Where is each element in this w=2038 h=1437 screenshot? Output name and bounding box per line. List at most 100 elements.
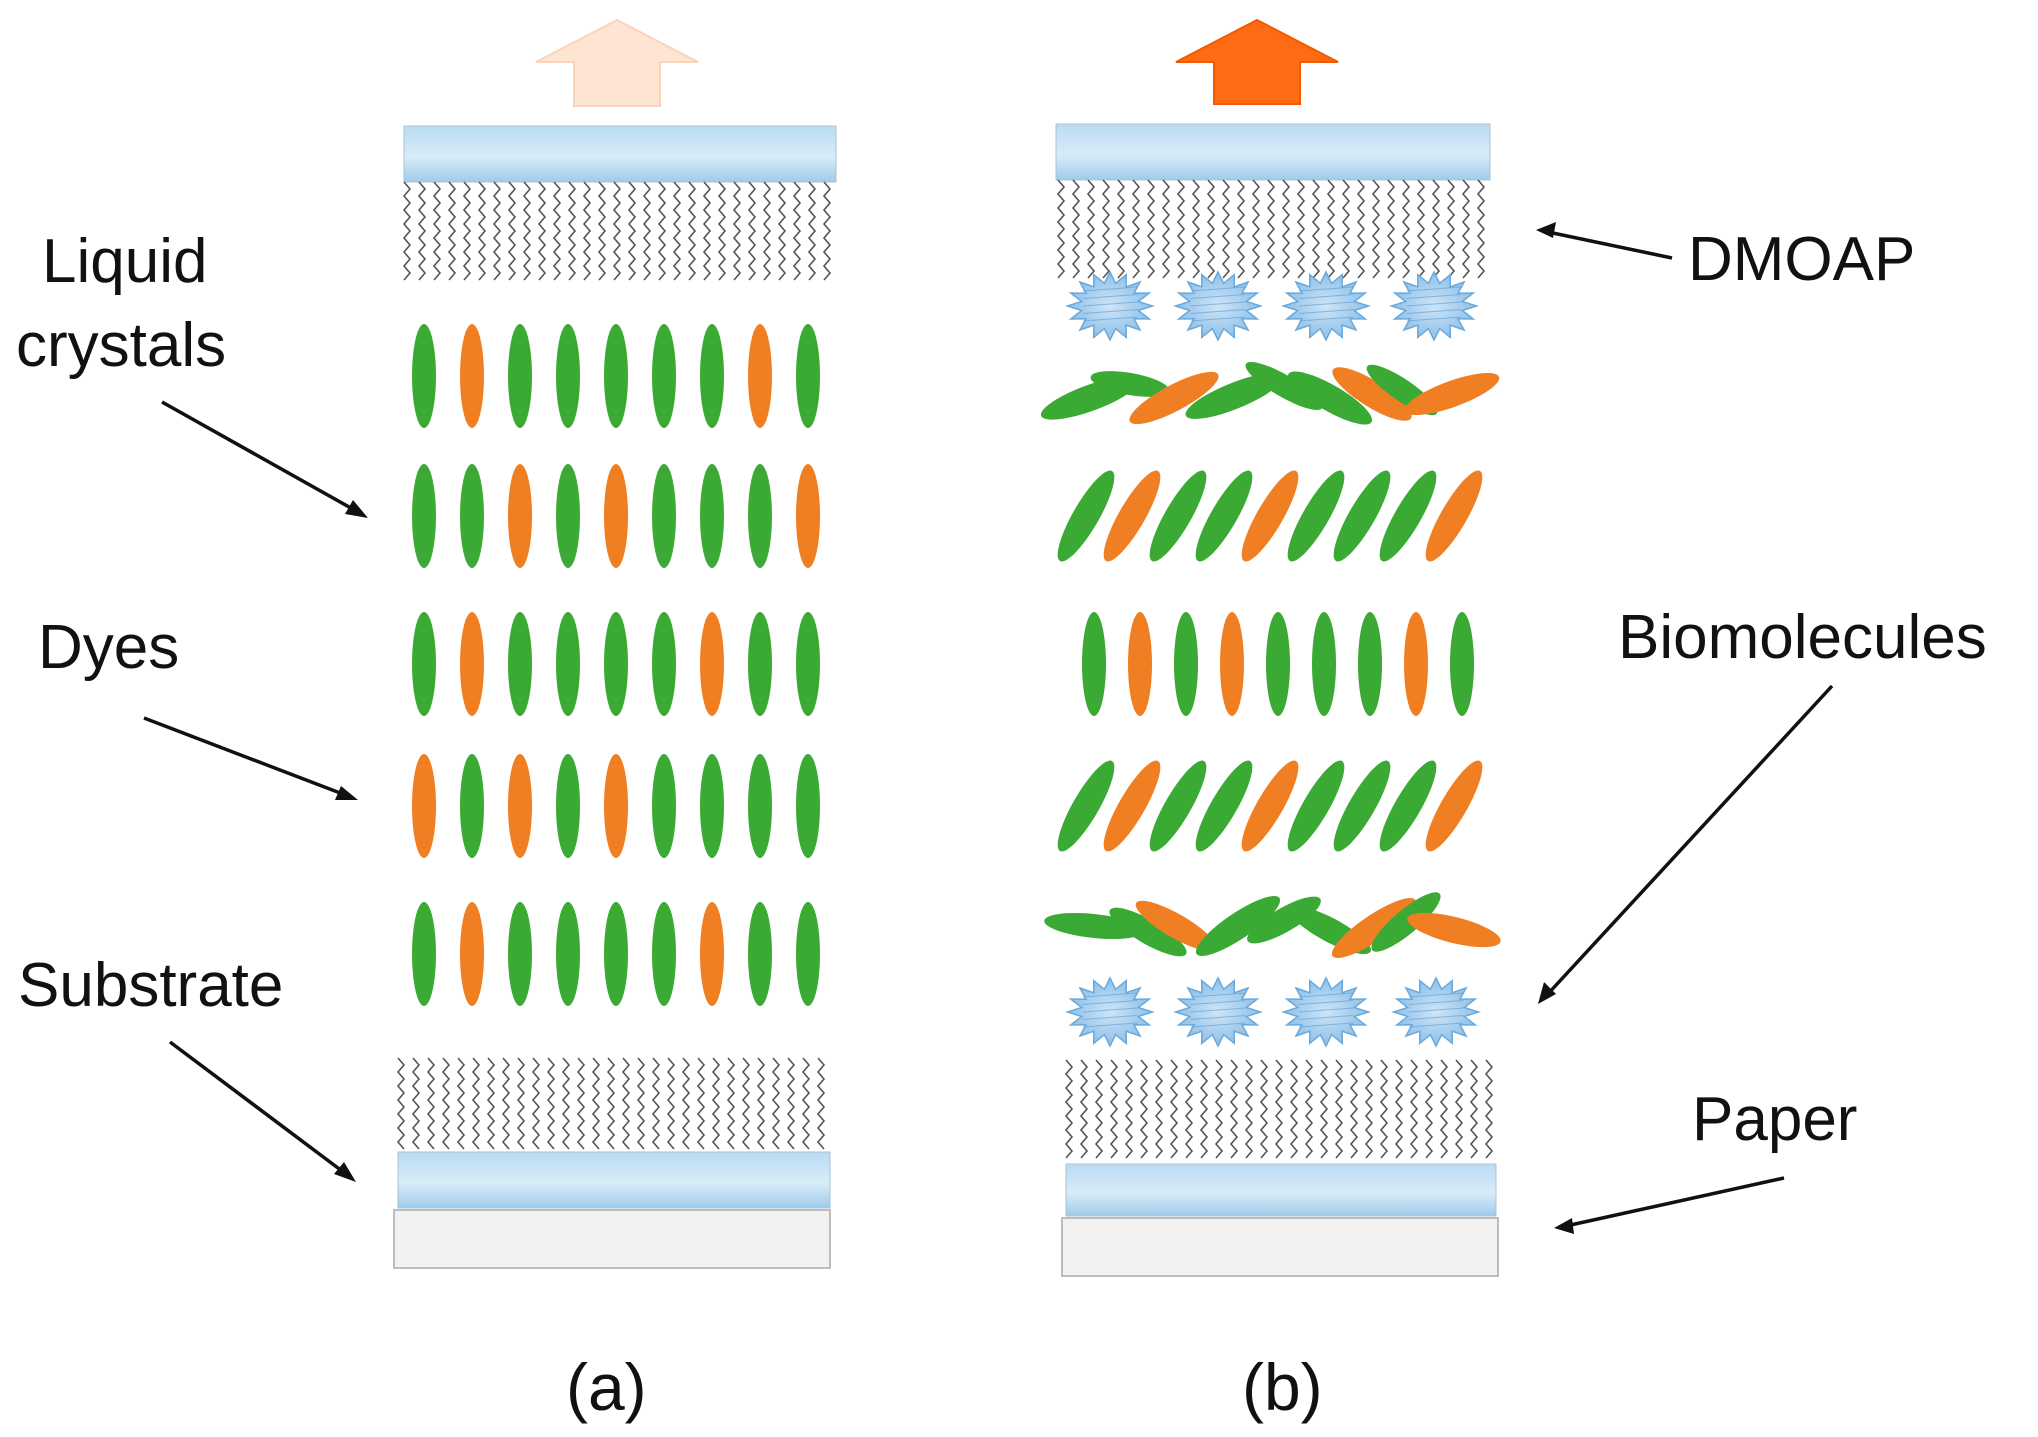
dmoap-chain: [792, 181, 802, 281]
dmoap-chain: [546, 1057, 556, 1150]
liquid-crystal-molecule: [796, 902, 820, 1006]
dmoap-chain: [1131, 179, 1141, 279]
dmoap-chain: [1319, 1059, 1329, 1159]
dye-molecule: [1331, 898, 1417, 958]
dyes-label: Dyes: [38, 613, 179, 682]
dmoap-chain: [822, 181, 832, 281]
liquid-crystal-molecule: [652, 464, 676, 568]
dye-molecule: [1332, 367, 1412, 421]
dmoap-chain: [1199, 1059, 1209, 1159]
dmoap-chain: [1056, 179, 1066, 279]
biomolecule-icon: [1065, 976, 1155, 1048]
dye-molecule: [1135, 900, 1217, 952]
liquid-crystal-molecule: [1245, 362, 1323, 410]
biomolecule-texture: [1082, 1022, 1138, 1028]
dmoap-chain: [1439, 1059, 1449, 1159]
dmoap-chain: [1454, 1059, 1464, 1159]
dye-molecule: [604, 464, 628, 568]
biomolecule-texture: [1190, 301, 1246, 307]
liquid-crystal-molecule: [604, 902, 628, 1006]
dmoap-chain: [606, 1057, 616, 1150]
liquid-crystal-molecule: [604, 324, 628, 428]
dmoap-chain: [1386, 179, 1396, 279]
dmoap-chain: [1079, 1059, 1089, 1159]
biomolecule-texture: [1298, 301, 1354, 307]
dye-molecule: [1129, 371, 1219, 425]
dmoap-chain: [486, 1057, 496, 1150]
panel-a: [393, 18, 837, 1269]
liquid-crystal-molecule: [412, 612, 436, 716]
liquid-crystal-molecule: [1379, 470, 1437, 562]
liquid-crystal-molecule: [700, 754, 724, 858]
biomolecule-texture: [1190, 294, 1246, 300]
dmoap-chain: [717, 181, 727, 281]
liquid-crystal-molecule: [460, 464, 484, 568]
dmoap-chain: [612, 181, 622, 281]
biomolecule-icon: [1173, 976, 1263, 1048]
dye-molecule: [1407, 912, 1501, 948]
biomolecule-texture: [1082, 1007, 1138, 1013]
biomolecule-body: [1281, 270, 1371, 342]
dmoap-chain: [456, 1057, 466, 1150]
liquid-crystal-molecule: [1174, 612, 1198, 716]
liquid-crystal-molecule: [556, 754, 580, 858]
annotations: Liquid crystals Dyes Substrate DMOAP Bio…: [16, 222, 1987, 1424]
liquid-crystal-molecule: [1358, 612, 1382, 716]
biomolecule-icon: [1389, 270, 1479, 342]
dye-molecule: [460, 612, 484, 716]
dye-molecule: [1404, 372, 1500, 416]
dmoap-chain: [1416, 179, 1426, 279]
biomolecule-layer-bottom-b: [1065, 976, 1481, 1048]
biomolecule-texture: [1408, 992, 1464, 998]
dmoap-chain: [591, 1057, 601, 1150]
dmoap-chain: [1139, 1059, 1149, 1159]
dmoap-chain: [642, 181, 652, 281]
dmoap-chain: [1154, 1059, 1164, 1159]
dmoap-chain: [1461, 179, 1471, 279]
paper-sheet-b: [1061, 1217, 1499, 1277]
dye-molecule: [1241, 470, 1299, 562]
biomolecule-texture: [1298, 286, 1354, 292]
dye-molecule: [508, 464, 532, 568]
liquid-crystal-molecule: [1287, 470, 1345, 562]
strong-light-arrow-icon: [1175, 18, 1339, 105]
dmoap-chain: [1116, 179, 1126, 279]
biomolecule-texture: [1406, 286, 1462, 292]
dmoap-chain: [741, 1057, 751, 1150]
dmoap-label: DMOAP: [1688, 225, 1915, 294]
biomolecule-texture: [1190, 1007, 1246, 1013]
dye-molecule: [1425, 760, 1483, 852]
biomolecules-pointer: [1544, 684, 1834, 998]
dye-molecule: [460, 902, 484, 1006]
dmoap-chain: [582, 181, 592, 281]
dmoap-chain: [711, 1057, 721, 1150]
dmoap-chain: [732, 181, 742, 281]
dmoap-chain: [1169, 1059, 1179, 1159]
liquid-crystals-pointer-head-icon: [345, 500, 368, 518]
dye-molecule: [1404, 612, 1428, 716]
liquid-crystal-molecule: [1185, 373, 1283, 419]
bottom-glass-a: [397, 1151, 831, 1209]
biomolecule-texture: [1408, 1014, 1464, 1020]
dmoap-chain: [1109, 1059, 1119, 1159]
dmoap-chain: [411, 1057, 421, 1150]
dmoap-chain: [762, 181, 772, 281]
dmoap-chain: [1484, 1059, 1494, 1159]
dmoap-chain: [1401, 179, 1411, 279]
liquid-crystal-molecule: [1266, 612, 1290, 716]
dmoap-chain: [1184, 1059, 1194, 1159]
dmoap-chain: [687, 181, 697, 281]
dmoap-chain: [516, 1057, 526, 1150]
dmoap-chain: [1394, 1059, 1404, 1159]
biomolecule-texture: [1298, 1022, 1354, 1028]
dye-molecule: [1220, 612, 1244, 716]
dmoap-chain: [1274, 1059, 1284, 1159]
dmoap-chain: [1101, 179, 1111, 279]
liquid-crystal-molecule: [1287, 760, 1345, 852]
liquid-crystal-molecule: [604, 612, 628, 716]
dmoap-chain: [1326, 179, 1336, 279]
dmoap-layer-bottom-b: [1064, 1059, 1494, 1159]
liquid-crystal-molecule: [508, 902, 532, 1006]
dyes-pointer: [143, 716, 349, 798]
liquid-crystal-molecule: [460, 754, 484, 858]
